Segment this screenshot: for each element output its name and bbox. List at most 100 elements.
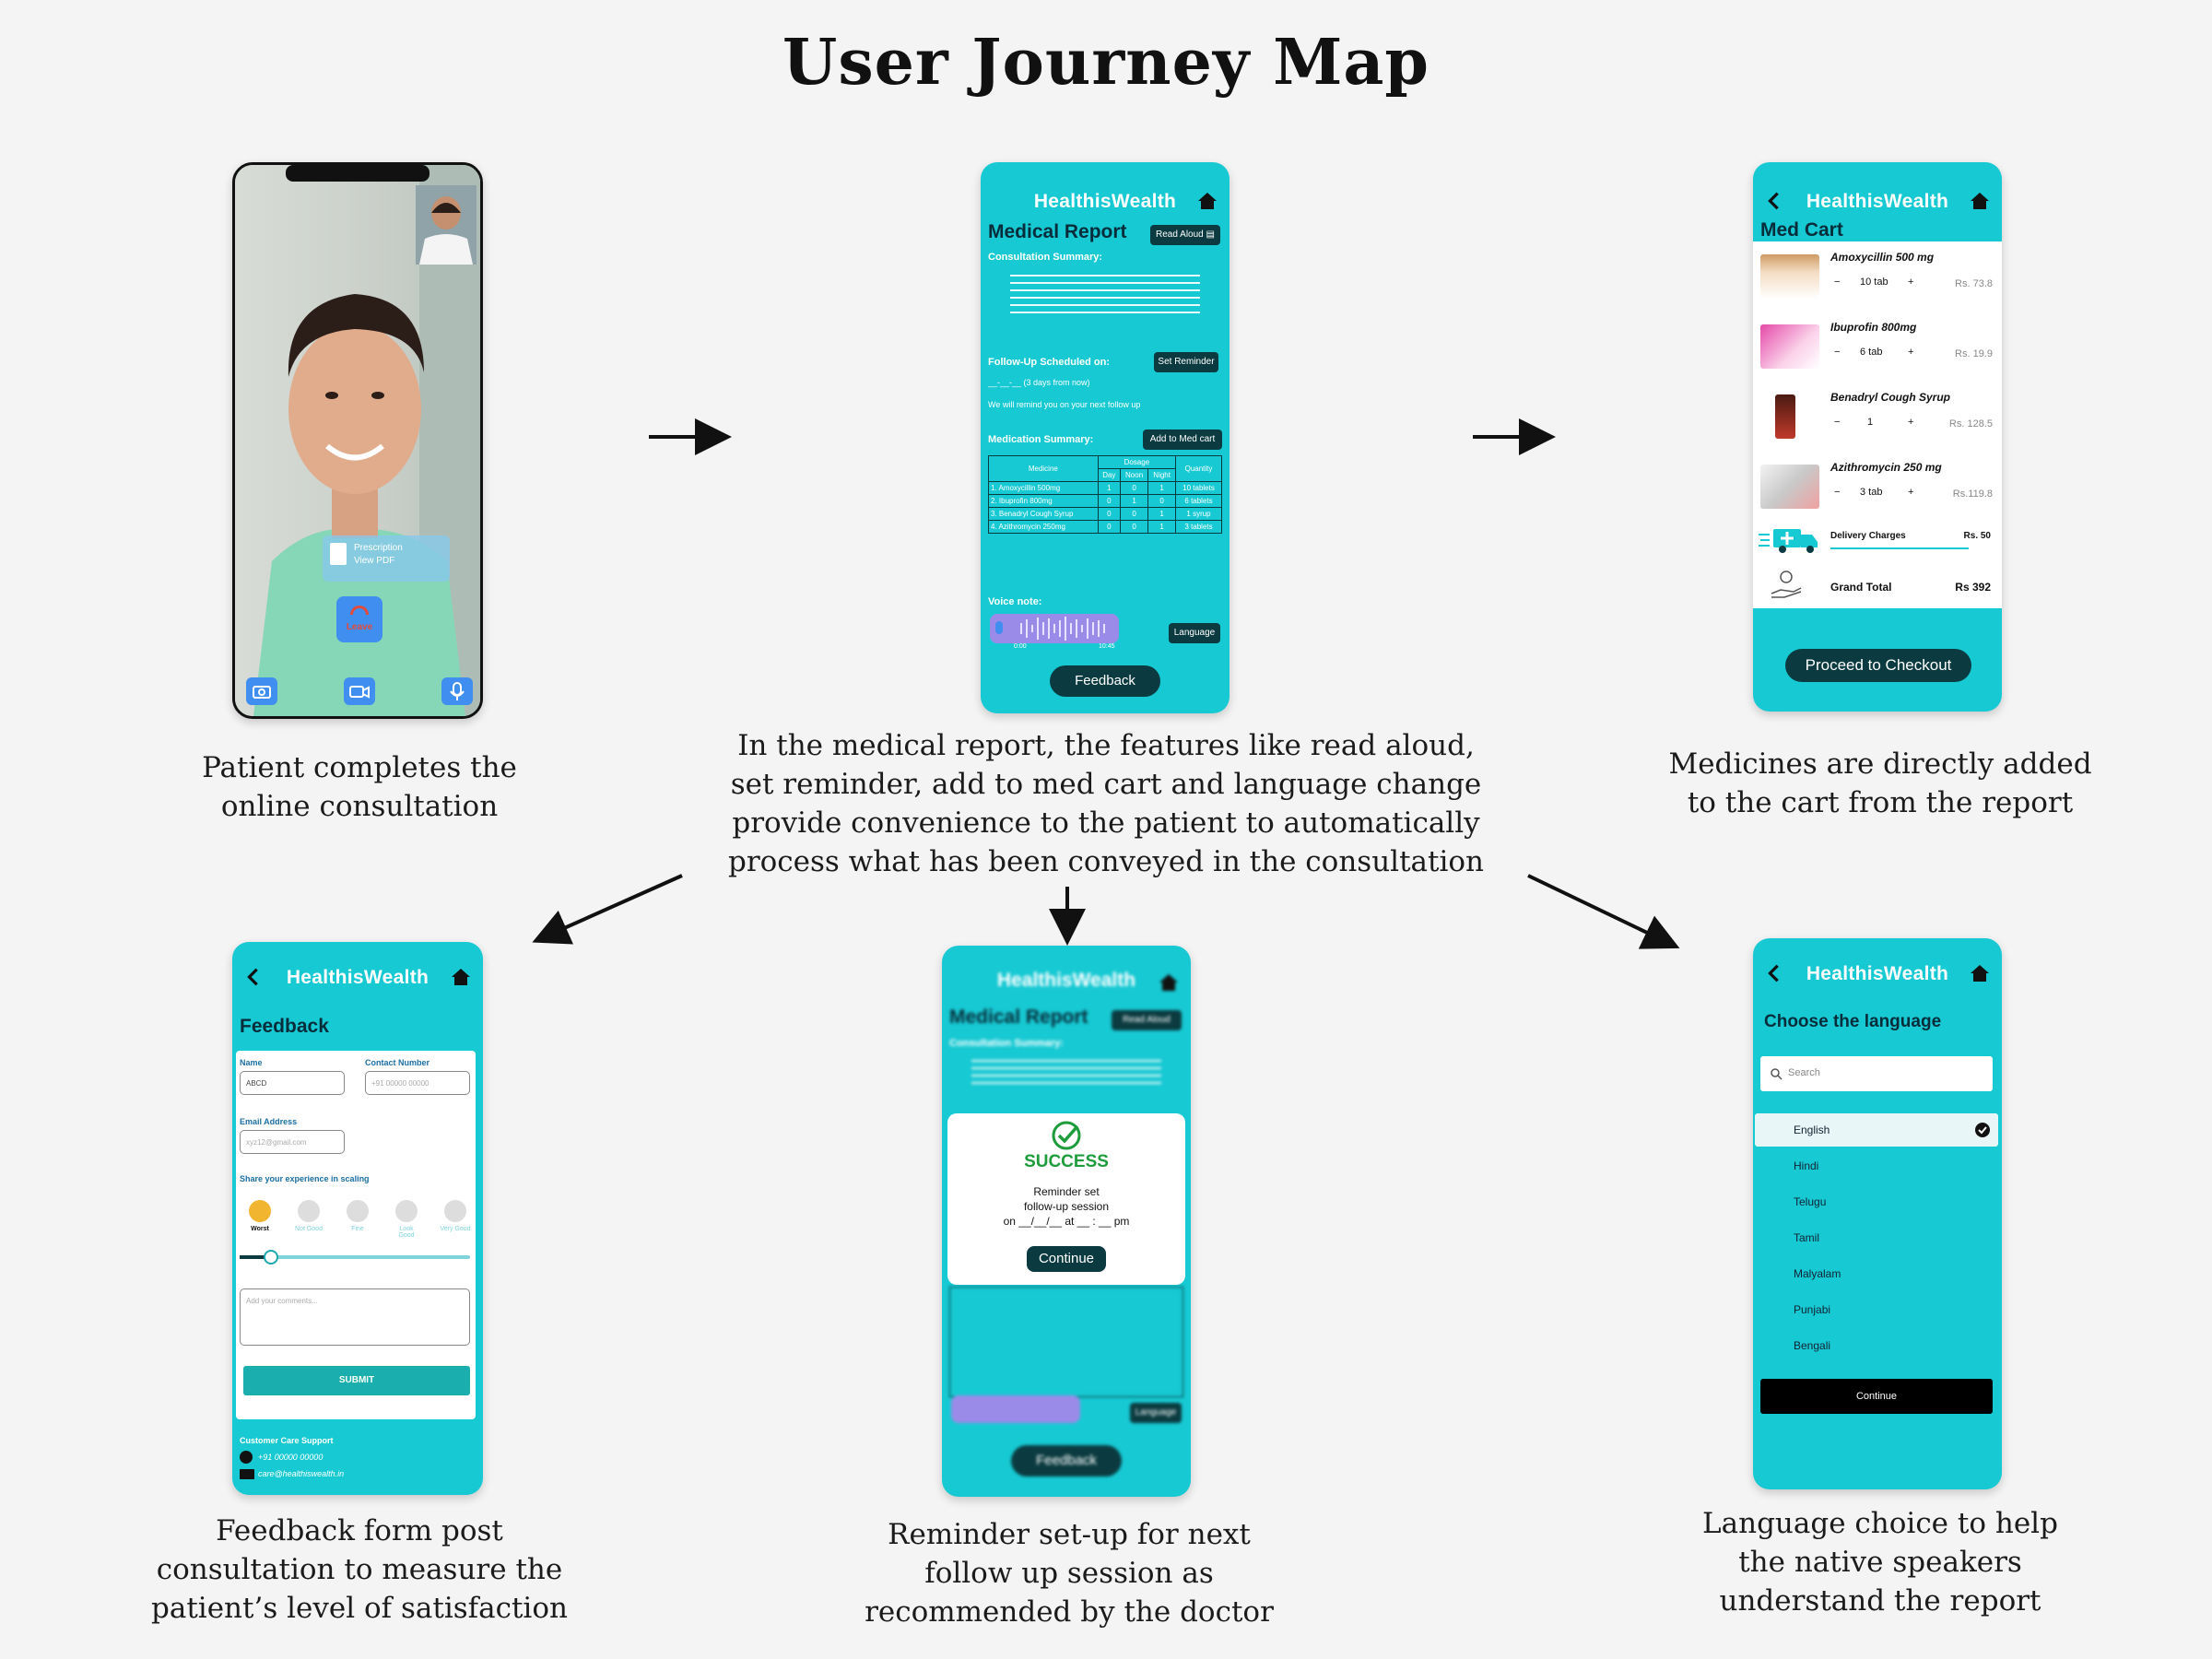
minus-icon[interactable]: − — [1834, 417, 1841, 428]
rating-label-look-good: Look Good — [398, 1226, 415, 1239]
back-arrow-icon[interactable] — [1764, 190, 1784, 212]
back-arrow-icon[interactable] — [1764, 962, 1784, 984]
language-option-selected[interactable]: English — [1755, 1113, 1998, 1147]
reminder-line-2: follow-up session — [1023, 1200, 1110, 1213]
caption-line: In the medical report, the features like… — [737, 729, 1475, 762]
medicine-image — [1760, 324, 1819, 369]
submit-button[interactable]: SUBMIT — [243, 1366, 470, 1395]
support-phone[interactable]: +91 00000 00000 — [258, 1453, 324, 1462]
quantity-stepper[interactable]: −6 tab+ — [1830, 347, 1932, 365]
comments-field[interactable]: Add your comments... — [240, 1288, 470, 1346]
dosage-noon-value: 0 — [1119, 520, 1149, 534]
app-name: HealthisWealth — [996, 970, 1136, 991]
plus-icon[interactable]: + — [1908, 417, 1914, 428]
delivery-charges-value: Rs. 50 — [1963, 531, 1991, 541]
view-pdf-label: View PDF — [354, 556, 395, 566]
phone-hangup-icon — [350, 606, 369, 615]
consultation-summary-label: Consultation Summary: — [988, 252, 1103, 263]
cart-item-price: Rs. 19.9 — [1955, 348, 1993, 359]
caption-line: online consultation — [220, 790, 499, 823]
email-label: Email Address — [240, 1117, 298, 1126]
dosage-day-value: 0 — [1097, 507, 1121, 521]
plus-icon[interactable]: + — [1908, 276, 1914, 288]
language-option-telugu[interactable]: Telugu — [1794, 1195, 1827, 1208]
language-option-tamil[interactable]: Tamil — [1794, 1231, 1820, 1244]
summary-line — [971, 1075, 1161, 1077]
quantity-stepper[interactable]: − 3 tab + — [1830, 487, 1932, 505]
back-arrow-icon[interactable] — [243, 966, 264, 988]
medicine-name: 1. Amoxycillin 500mg — [988, 481, 1099, 495]
cart-item-qty: 3 tab — [1860, 487, 1883, 498]
feedback-form: Name ABCD Contact Number +91 00000 00000… — [236, 1051, 476, 1419]
caption-line: Language choice to help — [1702, 1507, 2058, 1540]
set-reminder-button[interactable]: Set Reminder — [1154, 352, 1218, 372]
app-header: HealthisWealth — [981, 177, 1230, 227]
language-continue-button[interactable]: Continue — [1760, 1379, 1993, 1414]
blurred-background: HealthisWealth Medical Report Read Aloud… — [942, 946, 1191, 1497]
summary-line — [1010, 275, 1200, 276]
rating-slider-thumb[interactable] — [264, 1250, 278, 1265]
page-title: User Journey Map — [782, 26, 1430, 100]
home-icon[interactable] — [1969, 962, 1991, 984]
email-field[interactable]: xyz12@gmail.com — [240, 1130, 345, 1154]
minus-icon[interactable]: − — [1834, 276, 1841, 288]
quantity-stepper[interactable]: −1+ — [1830, 417, 1932, 435]
feedback-screen: HealthisWealth Feedback Name ABCD Contac… — [232, 942, 483, 1495]
medicine-name: 4. Azithromycin 250mg — [988, 520, 1099, 534]
camera-button[interactable] — [246, 677, 277, 705]
dosage-night: Night — [1147, 468, 1177, 482]
money-hand-icon — [1771, 571, 1802, 598]
video-button[interactable] — [344, 677, 375, 705]
minus-icon[interactable]: − — [1834, 487, 1841, 498]
language-option-malyalam[interactable]: Malyalam — [1794, 1267, 1841, 1280]
app-name: HealthisWealth — [286, 967, 429, 988]
quantity-value: 10 tablets — [1175, 481, 1222, 495]
microphone-icon — [450, 682, 465, 700]
check-circle-icon — [1052, 1121, 1081, 1150]
support-email[interactable]: care@healthiswealth.in — [258, 1469, 345, 1478]
quantity-value: 6 tablets — [1175, 494, 1222, 508]
plus-icon[interactable]: + — [1908, 487, 1914, 498]
leave-call-button[interactable]: Leave — [336, 596, 382, 642]
minus-icon[interactable]: − — [1834, 347, 1841, 358]
very-good-emoji-icon[interactable] — [444, 1200, 466, 1222]
language-option-hindi[interactable]: Hindi — [1794, 1159, 1819, 1172]
language-search-input[interactable]: Search — [1760, 1056, 1993, 1091]
look-good-emoji-icon[interactable] — [395, 1200, 418, 1222]
name-field[interactable]: ABCD — [240, 1071, 345, 1095]
quantity-stepper[interactable]: −10 tab+ — [1830, 276, 1932, 295]
language-option-punjabi[interactable]: Punjabi — [1794, 1303, 1831, 1316]
app-name: HealthisWealth — [1033, 191, 1177, 212]
voice-time-start: 0:00 — [1014, 643, 1027, 650]
home-icon[interactable] — [1196, 190, 1218, 212]
voice-note-player[interactable] — [990, 614, 1119, 643]
plus-icon[interactable]: + — [1908, 347, 1914, 358]
add-to-med-cart-button[interactable]: Add to Med cart — [1143, 429, 1222, 450]
home-icon[interactable] — [450, 966, 472, 988]
mic-button[interactable] — [441, 677, 473, 705]
prescription-bubble[interactable]: Prescription View PDF — [323, 535, 450, 582]
caption-line: Medicines are directly added — [1668, 747, 2092, 781]
caption-feedback: Feedback form post consultation to measu… — [138, 1512, 581, 1628]
continue-button[interactable]: Continue — [1027, 1246, 1106, 1272]
home-icon — [1159, 974, 1178, 991]
language-button[interactable]: Language — [1169, 623, 1220, 643]
support-label: Customer Care Support — [240, 1436, 334, 1445]
cart-item-price: Rs.119.8 — [1952, 488, 1993, 500]
dosage-day-value: 0 — [1097, 520, 1121, 534]
caption-consult: Patient completes the online consultatio… — [157, 748, 562, 826]
table-header-dosage: Dosage — [1097, 455, 1177, 469]
fine-emoji-icon[interactable] — [347, 1200, 369, 1222]
dosage-day-value: 0 — [1097, 494, 1121, 508]
feedback-button[interactable]: Feedback — [1050, 665, 1160, 697]
not-good-emoji-icon[interactable] — [298, 1200, 320, 1222]
rating-slider[interactable] — [240, 1250, 470, 1265]
summary-line — [1010, 312, 1200, 313]
worst-emoji-icon[interactable] — [249, 1200, 271, 1222]
read-aloud-button[interactable]: Read Aloud ▤ — [1150, 225, 1220, 245]
proceed-to-checkout-button[interactable]: Proceed to Checkout — [1785, 649, 1971, 682]
language-option-bengali[interactable]: Bengali — [1794, 1339, 1831, 1352]
home-icon[interactable] — [1969, 190, 1991, 212]
contact-field[interactable]: +91 00000 00000 — [365, 1071, 470, 1095]
